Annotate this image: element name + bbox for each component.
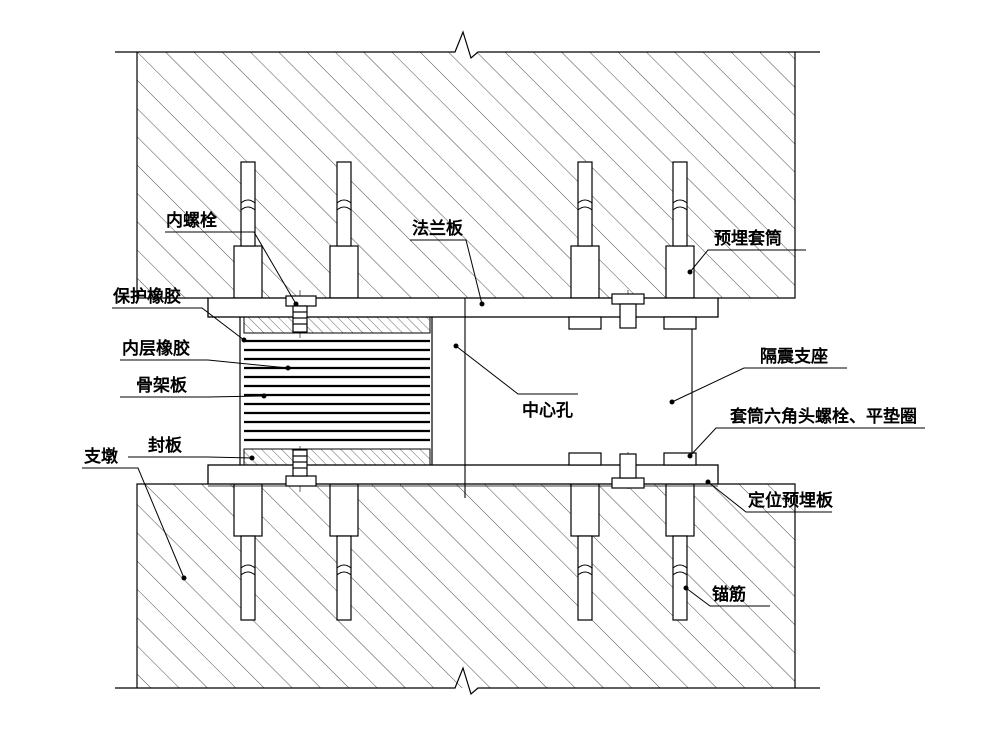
upper-rod-breaks [240, 199, 688, 211]
laminate-layers [244, 339, 430, 442]
bearing-body [240, 317, 694, 465]
label-anchor-bar: 锚筋 [712, 584, 746, 605]
sleeve-bolts-bottom [568, 452, 697, 489]
inner-bolt-bottom [285, 449, 317, 487]
sleeve-bolts-top [568, 293, 697, 330]
lower-rod-breaks [240, 564, 688, 576]
upper-break-line [115, 30, 820, 60]
label-flange-plate: 法兰板 [412, 218, 464, 239]
labels: 内螺栓 法兰板 预埋套筒 保护橡胶 内层橡胶 隔震支座 骨架板 中心孔 套筒六角… [84, 210, 917, 605]
sealing-plates [243, 316, 431, 466]
label-center-hole: 中心孔 [522, 400, 573, 421]
label-sealing-plate: 封板 [148, 435, 183, 456]
leader-lines [82, 231, 925, 607]
label-isolation-bearing: 隔震支座 [760, 346, 828, 367]
label-inner-bolt: 内螺栓 [166, 210, 217, 231]
upper-anchor-rods [240, 161, 688, 247]
protective-rubber [239, 317, 433, 465]
upper-concrete [115, 30, 820, 299]
lower-break-line [115, 666, 820, 696]
label-pier: 支墩 [84, 446, 119, 467]
lower-anchor-rods [240, 535, 688, 621]
label-skeleton-plate: 骨架板 [136, 375, 188, 396]
flange-plates [207, 297, 719, 487]
label-sleeve-hex-bolt: 套筒六角头螺栓、平垫圈 [729, 406, 917, 427]
label-protective-rubber: 保护橡胶 [112, 286, 181, 307]
label-embedded-sleeve: 预埋套筒 [714, 228, 782, 249]
inner-bolt-top [285, 295, 317, 333]
label-inner-rubber: 内层橡胶 [122, 338, 190, 359]
center-hole [464, 298, 693, 498]
label-positioning-plate: 定位预埋板 [748, 490, 834, 511]
